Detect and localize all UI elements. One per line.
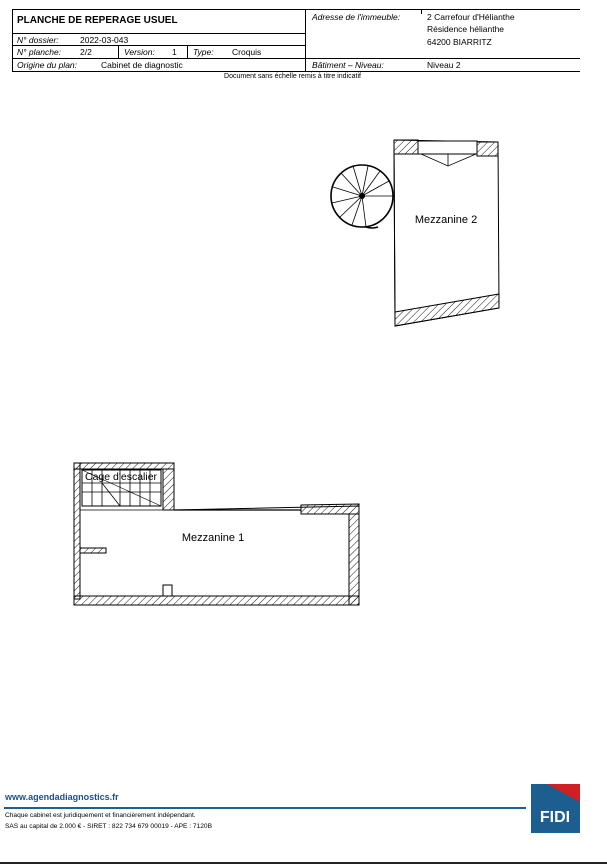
mezzanine-1-room	[73, 462, 360, 606]
mezz1-bottom-notch	[162, 584, 173, 597]
version-label: Version:	[124, 47, 155, 57]
mezz2-window	[417, 140, 478, 155]
origine-value: Cabinet de diagnostic	[101, 60, 183, 70]
header-mid-divider	[305, 9, 306, 72]
legal-line-1: Chaque cabinet est juridiquement et fina…	[5, 812, 196, 819]
adresse-line-1: 2 Carrefour d'Hélianthe	[427, 12, 515, 22]
spiral-staircase-icon	[330, 164, 394, 229]
header-top-border	[12, 9, 580, 10]
page-bottom-edge	[0, 862, 607, 864]
mezzanine-1-label: Mezzanine 1	[182, 532, 244, 544]
batiment-value: Niveau 2	[427, 60, 461, 70]
mezz2-bottom-wall	[394, 293, 500, 327]
mezz1-right-wall	[348, 513, 360, 606]
website-link[interactable]: www.agendadiagnostics.fr	[5, 792, 119, 802]
header-bottom-border	[12, 71, 580, 72]
version-value: 1	[172, 47, 177, 57]
sheet-title: PLANCHE DE REPERAGE USUEL	[17, 15, 178, 26]
header-rule-2	[12, 45, 305, 46]
adresse-label: Adresse de l'immeuble:	[312, 12, 401, 22]
mezz1-cage-top-wall	[73, 462, 175, 470]
header-rule-3	[12, 58, 580, 59]
fidi-logo-text: FIDI	[540, 809, 570, 826]
batiment-label: Bâtiment – Niveau:	[312, 60, 384, 70]
mezzanine-2-label: Mezzanine 2	[415, 214, 477, 226]
legal-line-2: SAS au capital de 2.000 € - SIRET : 822 …	[5, 823, 212, 830]
mezz2-top-wall-left	[393, 139, 419, 155]
planche-label: N° planche:	[17, 47, 62, 57]
header-rule-1	[12, 33, 305, 34]
header-cell-divider-2	[187, 45, 188, 58]
origine-label: Origine du plan:	[17, 60, 78, 70]
type-label: Type:	[193, 47, 214, 57]
adresse-line-2: Résidence hélianthe	[427, 24, 505, 34]
adresse-line-3: 64200 BIARRITZ	[427, 37, 492, 47]
dossier-label: N° dossier:	[17, 35, 59, 45]
footer-rule	[4, 807, 526, 809]
header-address-tick	[421, 9, 422, 14]
mezz1-cage-right-wall	[162, 468, 175, 511]
header-left-border	[12, 9, 13, 72]
scale-note: Document sans échelle remis à titre indi…	[224, 73, 361, 80]
cage-label: Cage d'escalier	[85, 471, 158, 483]
mezz1-left-wall	[73, 462, 81, 600]
mezz2-top-wall-right	[476, 141, 499, 157]
mezz1-stub-wall	[79, 547, 107, 554]
mezz1-bottom-wall	[73, 595, 360, 606]
fidi-logo: FIDI	[531, 784, 580, 833]
straight-staircase-icon	[81, 469, 162, 507]
dossier-value: 2022-03-043	[80, 35, 129, 45]
mezzanine-2-room	[393, 139, 500, 327]
header-cell-divider-1	[118, 45, 119, 58]
planche-value: 2/2	[80, 47, 92, 57]
type-value: Croquis	[232, 47, 262, 57]
mezz1-top-right-wall	[300, 503, 360, 515]
